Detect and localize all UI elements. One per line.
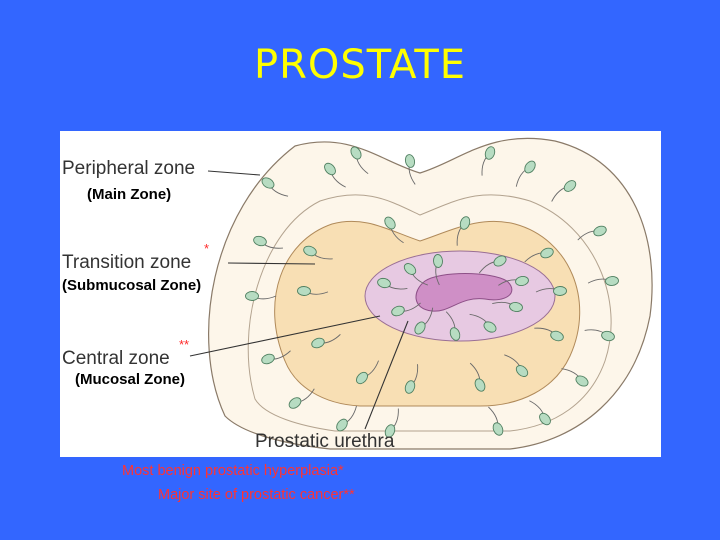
central-zone-label: Central zone (62, 348, 170, 369)
peripheral-zone-sublabel: (Main Zone) (87, 186, 172, 203)
gland (253, 235, 267, 247)
gland (550, 330, 564, 342)
gland (563, 180, 577, 192)
gland (350, 146, 362, 160)
transition-zone-label: Transition zone (62, 252, 192, 273)
gland (384, 216, 396, 230)
gland (575, 375, 589, 387)
urethra-leader-line (364, 320, 409, 430)
gland (297, 286, 311, 296)
gland (539, 412, 551, 426)
gland (414, 321, 426, 335)
transition-leader-line (227, 262, 316, 265)
urethra-lumen (415, 273, 513, 312)
gland (404, 154, 416, 168)
gland (403, 263, 417, 275)
footnote-bph: Most benign prostatic hyperplasia* (122, 463, 344, 479)
page-title: PROSTATE (253, 42, 467, 88)
prostate-diagram (189, 137, 653, 450)
gland (492, 422, 504, 436)
gland (540, 247, 554, 259)
gland (288, 397, 302, 409)
gland (245, 291, 259, 301)
gland (336, 418, 348, 432)
peripheral-zone-label: Peripheral zone (62, 158, 196, 179)
gland (483, 321, 497, 333)
footnote-cancer: Major site of prostatic cancer** (158, 487, 355, 503)
gland (449, 327, 461, 341)
gland (484, 146, 496, 160)
gland (553, 286, 567, 296)
gland (391, 305, 405, 317)
gland (311, 337, 325, 349)
gland (605, 276, 619, 286)
central-leader-line (189, 315, 381, 357)
gland (261, 353, 275, 365)
gland (404, 380, 416, 394)
gland (593, 225, 607, 237)
gland (474, 378, 486, 392)
peripheral-inner-outline (247, 194, 612, 432)
gland (493, 255, 507, 267)
peripheral-leader-line (207, 170, 261, 176)
transition-zone-marker: * (204, 241, 210, 256)
gland (356, 371, 368, 385)
gland (377, 277, 391, 289)
diagram-panel: Peripheral zone (Main Zone) * Transition… (60, 131, 661, 457)
gland (515, 365, 529, 377)
gland (384, 424, 396, 438)
gland (303, 245, 317, 257)
urethra-label: Prostatic urethra (255, 431, 395, 452)
transition-zone-sublabel: (Submucosal Zone) (62, 277, 202, 294)
gland (433, 254, 443, 268)
gland (509, 302, 523, 312)
gland (601, 330, 615, 342)
gland (459, 216, 471, 230)
gland (324, 162, 336, 176)
central-zone-sublabel: (Mucosal Zone) (75, 371, 186, 388)
gland (261, 177, 275, 189)
gland (524, 160, 536, 174)
central-zone-marker: ** (179, 337, 190, 352)
gland (515, 275, 529, 287)
